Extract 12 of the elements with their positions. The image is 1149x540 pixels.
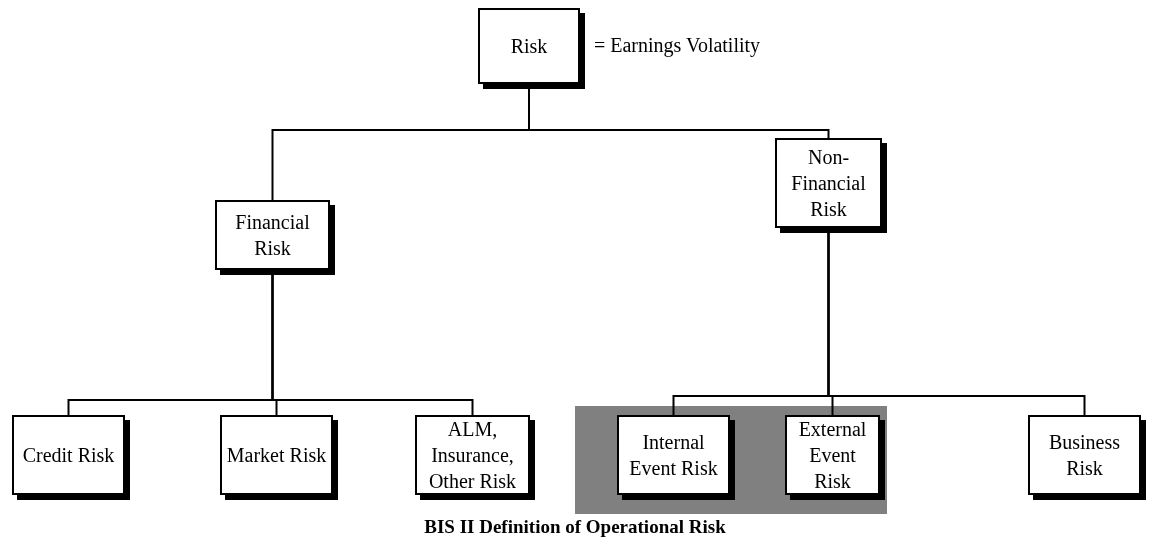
caption: BIS II Definition of Operational Risk	[423, 515, 727, 539]
box-label: Risk	[509, 34, 549, 59]
box-label: Internal Event Risk	[628, 430, 719, 481]
box-label: Credit Risk	[21, 443, 116, 468]
box-label: Market Risk	[225, 443, 328, 468]
box-label: Business Risk	[1047, 430, 1122, 481]
side-note: = Earnings Volatility	[594, 33, 761, 59]
shaded-panel	[575, 406, 887, 514]
box-label: External Event Risk	[797, 417, 868, 494]
box-label: Non-Financial Risk	[790, 145, 867, 222]
box-label: ALM, Insurance, Other Risk	[427, 417, 518, 494]
box-label: Financial Risk	[234, 210, 311, 261]
